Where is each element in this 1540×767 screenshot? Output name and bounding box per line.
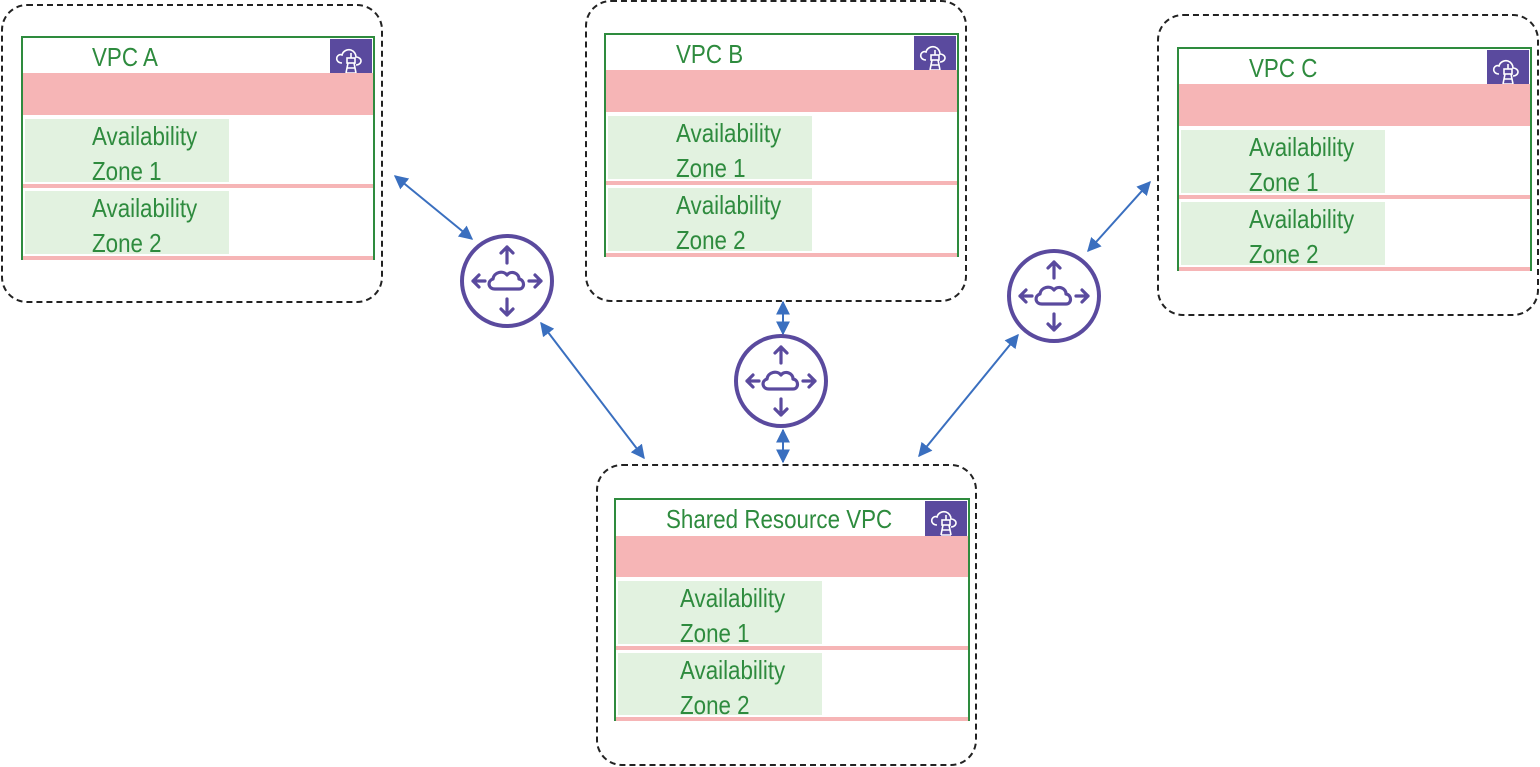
- az-label-line2: Zone 2: [92, 228, 162, 258]
- availability-zone-2[interactable]: Availability Zone 2: [616, 651, 968, 721]
- az-label-line2: Zone 1: [1249, 167, 1319, 197]
- az-label-line2: Zone 2: [680, 690, 750, 720]
- vpc-b-title: VPC B: [676, 39, 744, 69]
- az-label: Availability Zone 2: [680, 653, 785, 723]
- az-label-bg: [1181, 130, 1385, 193]
- az-label: Availability Zone 1: [92, 119, 197, 189]
- vpc-a[interactable]: VPC A Availability Zone 1 Availability Z…: [21, 36, 375, 260]
- availability-zone-2[interactable]: Availability Zone 2: [1179, 200, 1530, 271]
- subnet-band: [1179, 84, 1530, 126]
- region-vpc-c: [1157, 14, 1539, 316]
- vpc-c[interactable]: VPC C Availability Zone 1 Availability Z…: [1177, 47, 1532, 271]
- availability-zone-1[interactable]: Availability Zone 1: [1179, 128, 1530, 199]
- availability-zone-1[interactable]: Availability Zone 1: [616, 579, 968, 650]
- availability-zone-1[interactable]: Availability Zone 1: [23, 117, 373, 188]
- availability-zone-2[interactable]: Availability Zone 2: [23, 189, 373, 260]
- vpc-a-title: VPC A: [92, 42, 158, 72]
- az-label-line2: Zone 2: [676, 225, 746, 255]
- region-shared-vpc: [596, 464, 977, 766]
- az-label-line1: Availability: [92, 193, 198, 223]
- az-label-line2: Zone 1: [680, 618, 750, 648]
- az-label-line1: Availability: [676, 118, 782, 148]
- az-label-line1: Availability: [1249, 204, 1355, 234]
- vpc-b[interactable]: VPC B Availability Zone 1 Availability Z…: [604, 33, 959, 257]
- az-label: Availability Zone 1: [676, 116, 781, 186]
- az-label-line2: Zone 1: [92, 156, 162, 186]
- az-label: Availability Zone 2: [92, 191, 197, 261]
- az-label-line1: Availability: [1249, 132, 1355, 162]
- az-label-line1: Availability: [680, 655, 786, 685]
- az-label: Availability Zone 1: [1249, 130, 1354, 200]
- az-label-line2: Zone 1: [676, 153, 746, 183]
- subnet-band: [606, 70, 957, 112]
- az-label-bg: [608, 116, 812, 179]
- az-label-bg: [25, 191, 229, 254]
- vpc-shared-title: Shared Resource VPC: [666, 504, 893, 534]
- connector-router-shared-right: [918, 333, 1019, 458]
- vpc-shared-resource[interactable]: Shared Resource VPC Availability Zone 1 …: [614, 498, 970, 721]
- az-label-bg: [618, 653, 822, 715]
- az-label-bg: [618, 581, 822, 644]
- az-label-line2: Zone 2: [1249, 239, 1319, 269]
- az-label: Availability Zone 2: [676, 188, 781, 258]
- az-label-bg: [608, 188, 812, 251]
- az-label-bg: [1181, 202, 1385, 265]
- region-vpc-a: [1, 4, 383, 303]
- connector-a-router: [393, 175, 474, 240]
- vpc-c-title: VPC C: [1249, 53, 1318, 83]
- az-label-line1: Availability: [92, 121, 198, 151]
- transit-router-icon[interactable]: [1007, 249, 1101, 343]
- transit-router-icon[interactable]: [734, 334, 828, 428]
- connector-router-shared-left: [540, 321, 645, 460]
- az-label-line1: Availability: [680, 583, 786, 613]
- az-label-line1: Availability: [676, 190, 782, 220]
- subnet-band: [23, 73, 373, 115]
- az-label: Availability Zone 1: [680, 581, 785, 651]
- availability-zone-1[interactable]: Availability Zone 1: [606, 114, 957, 185]
- availability-zone-2[interactable]: Availability Zone 2: [606, 186, 957, 257]
- subnet-band: [616, 536, 968, 577]
- az-label-bg: [25, 119, 229, 182]
- az-label: Availability Zone 2: [1249, 202, 1354, 272]
- transit-router-icon[interactable]: [460, 234, 554, 328]
- connector-c-router: [1087, 180, 1151, 253]
